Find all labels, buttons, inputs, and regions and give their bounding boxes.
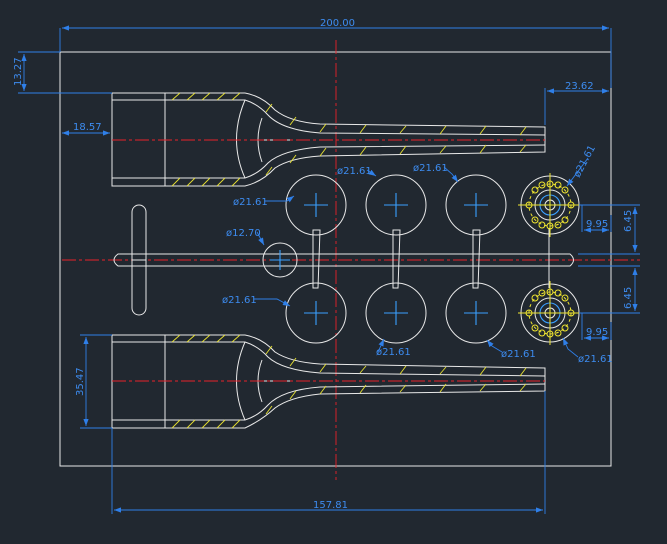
- dim-small-h2: 9.95: [581, 313, 612, 341]
- leader-c6: ø21.61: [376, 338, 411, 358]
- label-flange-bot: ø21.61: [578, 354, 613, 365]
- dim-text-small-h2: 9.95: [586, 327, 608, 338]
- flange-top: [518, 173, 582, 237]
- dim-vert1: 6.45: [578, 204, 640, 255]
- dim-lower-height: 35.47: [75, 334, 112, 429]
- flange-bottom: [518, 281, 582, 345]
- label-c5: ø21.61: [222, 295, 257, 306]
- dim-top-offset: 13.27: [13, 51, 112, 94]
- top-horn-cavity: [111, 92, 546, 187]
- label-c3: ø21.61: [413, 163, 448, 174]
- label-c2: ø21.61: [337, 166, 372, 177]
- label-c4: ø12.70: [226, 228, 261, 239]
- cavity-circles: [262, 174, 507, 344]
- label-c7: ø21.61: [501, 349, 536, 360]
- dim-text-top-offset: 13.27: [13, 57, 24, 86]
- label-c1: ø21.61: [233, 197, 268, 208]
- dim-overall-width: 200.00: [59, 18, 612, 52]
- mold-plate-outline: [59, 51, 612, 467]
- dim-text-right-offset: 23.62: [565, 81, 594, 92]
- dim-text-small-h1: 9.95: [586, 219, 608, 230]
- label-flange-top: ø21.61: [572, 144, 598, 180]
- leader-flange-bot: ø21.61: [562, 337, 613, 365]
- leader-flange-top: ø21.61: [566, 144, 598, 187]
- dim-text-overall: 200.00: [320, 18, 355, 29]
- leader-c5: ø21.61: [222, 295, 291, 307]
- dim-text-bottom-width: 157.81: [313, 500, 348, 511]
- leader-c2: ø21.61: [337, 166, 377, 177]
- leader-c3: ø21.61: [413, 163, 459, 183]
- leader-c7: ø21.61: [486, 339, 536, 360]
- dim-bottom-width: 157.81: [111, 391, 546, 514]
- runner-system: [113, 204, 574, 316]
- dim-right-offset: 23.62: [544, 52, 612, 125]
- dim-text-vert2: 6.45: [623, 287, 634, 309]
- label-c6: ø21.61: [376, 347, 411, 358]
- dim-small-h1: 9.95: [581, 205, 612, 233]
- leader-c4: ø12.70: [226, 228, 265, 246]
- leader-c1: ø21.61: [233, 195, 295, 208]
- dim-text-lower-height: 35.47: [75, 367, 86, 396]
- dim-text-left-offset: 18.57: [73, 122, 102, 133]
- dim-vert2: 6.45: [578, 265, 640, 314]
- bottom-horn-cavity: [111, 334, 546, 429]
- dim-left-offset: 18.57: [62, 122, 110, 136]
- dim-text-vert1: 6.45: [623, 210, 634, 232]
